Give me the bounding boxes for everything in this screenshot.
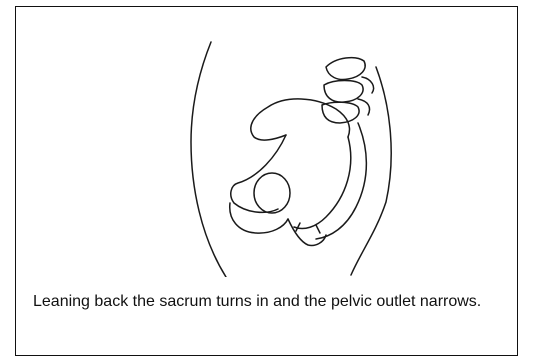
vertebra-1 <box>326 58 365 80</box>
pelvis-sacrum-drawing <box>176 27 406 277</box>
pelvis-outline <box>231 135 351 229</box>
figure-caption: Leaning back the sacrum turns in and the… <box>33 290 493 314</box>
vertebra-2 <box>324 81 363 103</box>
body-outline-left <box>191 42 226 277</box>
figure-frame: Leaning back the sacrum turns in and the… <box>15 6 518 356</box>
sacrum <box>316 123 366 239</box>
femoral-head <box>254 173 290 213</box>
iliac-crest <box>251 99 350 140</box>
